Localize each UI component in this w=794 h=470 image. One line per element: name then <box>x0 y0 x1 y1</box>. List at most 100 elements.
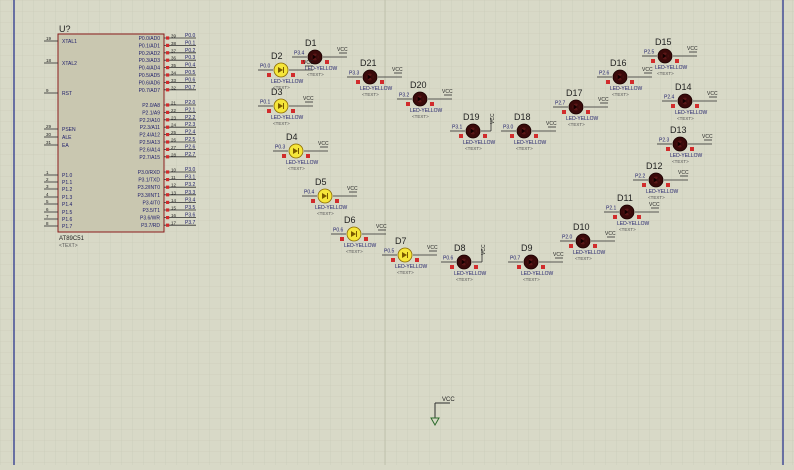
diode-arrow-icon <box>682 98 687 104</box>
microcontroller-u1[interactable]: U? 19XTAL118XTAL29RST29PSEN30ALE31EA1P1.… <box>44 24 196 249</box>
diode-arrow-icon <box>293 148 298 154</box>
led-vcc-label: VCC <box>598 97 609 103</box>
led-vcc-label: VCC <box>303 96 314 102</box>
vcc-power-terminal[interactable]: VCC <box>430 397 455 427</box>
led-ref-label: D3 <box>271 87 283 97</box>
led-array: P3.4VCCD1LED-YELLOW<TEXT>P0.0VCCD2LED-YE… <box>258 37 718 282</box>
led-ref-label: D17 <box>566 88 583 98</box>
led-vcc-label: VCC <box>702 134 713 140</box>
led-ref-label: D4 <box>286 132 298 142</box>
chip-pin-number: 16 <box>171 213 177 218</box>
led-net-label: P3.4 <box>294 51 305 57</box>
led-text-tag: <TEXT> <box>672 159 689 164</box>
diode-arrow-icon <box>402 252 407 258</box>
chip-pin-name: P2.4/A12 <box>139 133 160 139</box>
led-pin-marker <box>569 244 573 248</box>
chip-pin-number: 24 <box>171 123 177 128</box>
pin-state-marker <box>166 223 170 227</box>
led-net-label: P0.4 <box>304 190 315 196</box>
led-pin-marker <box>541 265 545 269</box>
chip-pin-net-label: P2.6 <box>185 144 196 150</box>
led-vcc-label: VCC <box>546 121 557 127</box>
led-pin-marker <box>267 109 271 113</box>
led-part-label: LED-YELLOW <box>655 65 688 71</box>
led-pin-marker <box>695 104 699 108</box>
pin-state-marker <box>166 43 170 47</box>
led-pin-marker <box>415 258 419 262</box>
chip-part-label: AT89C51 <box>59 236 85 242</box>
led-pin-marker <box>690 147 694 151</box>
chip-pin-number: 3 <box>46 184 49 189</box>
chip-pin-name: P1.4 <box>62 202 73 208</box>
led-pin-marker <box>651 59 655 63</box>
chip-text-tag: <TEXT> <box>59 243 78 249</box>
pin-state-marker <box>166 58 170 62</box>
chip-pin-net-label: P0.4 <box>185 63 196 69</box>
chip-pin-net-label: P3.3 <box>185 190 196 196</box>
chip-pin-name: P2.5/A13 <box>139 140 160 146</box>
led-pin-marker <box>267 73 271 77</box>
chip-pin-number: 2 <box>46 177 49 182</box>
led-text-tag: <TEXT> <box>362 92 379 97</box>
led-vcc-label: VCC <box>642 67 653 73</box>
pin-state-marker <box>166 200 170 204</box>
chip-pin-number: 19 <box>46 36 52 41</box>
diode-arrow-icon <box>367 74 372 80</box>
pin-state-marker <box>166 80 170 84</box>
chip-pin-net-label: P3.0 <box>185 167 196 173</box>
chip-pin-net-label: P3.6 <box>185 213 196 219</box>
chip-pin-name: P1.7 <box>62 224 73 230</box>
led-part-label: LED-YELLOW <box>675 110 708 116</box>
led-pin-marker <box>534 134 538 138</box>
led-text-tag: <TEXT> <box>456 277 473 282</box>
led-pin-marker <box>282 154 286 158</box>
chip-pin-number: 10 <box>171 168 177 173</box>
pin-state-marker <box>166 193 170 197</box>
chip-pin-name: P3.5/T1 <box>142 208 160 214</box>
chip-pin-net-label: P0.5 <box>185 70 196 76</box>
pin-state-marker <box>166 133 170 137</box>
led-pin-marker <box>430 102 434 106</box>
led-net-label: P2.4 <box>664 95 675 101</box>
led-pin-marker <box>671 104 675 108</box>
pin-state-marker <box>166 51 170 55</box>
led-pin-marker <box>291 73 295 77</box>
led-ref-label: D18 <box>514 112 531 122</box>
led-pin-marker <box>593 244 597 248</box>
led-part-label: LED-YELLOW <box>271 115 304 121</box>
chip-pin-name: P0.5/AD5 <box>139 73 161 79</box>
pin-state-marker <box>166 170 170 174</box>
chip-pin-name: P3.1/TXD <box>138 178 160 184</box>
pin-state-marker <box>166 208 170 212</box>
led-vcc-label: VCC <box>303 60 314 66</box>
led-net-label: P2.3 <box>659 138 670 144</box>
chip-pin-net-label: P2.7 <box>185 152 196 158</box>
led-text-tag: <TEXT> <box>288 166 305 171</box>
led-ref-label: D14 <box>675 82 692 92</box>
led-pin-marker <box>637 215 641 219</box>
led-part-label: LED-YELLOW <box>610 86 643 92</box>
